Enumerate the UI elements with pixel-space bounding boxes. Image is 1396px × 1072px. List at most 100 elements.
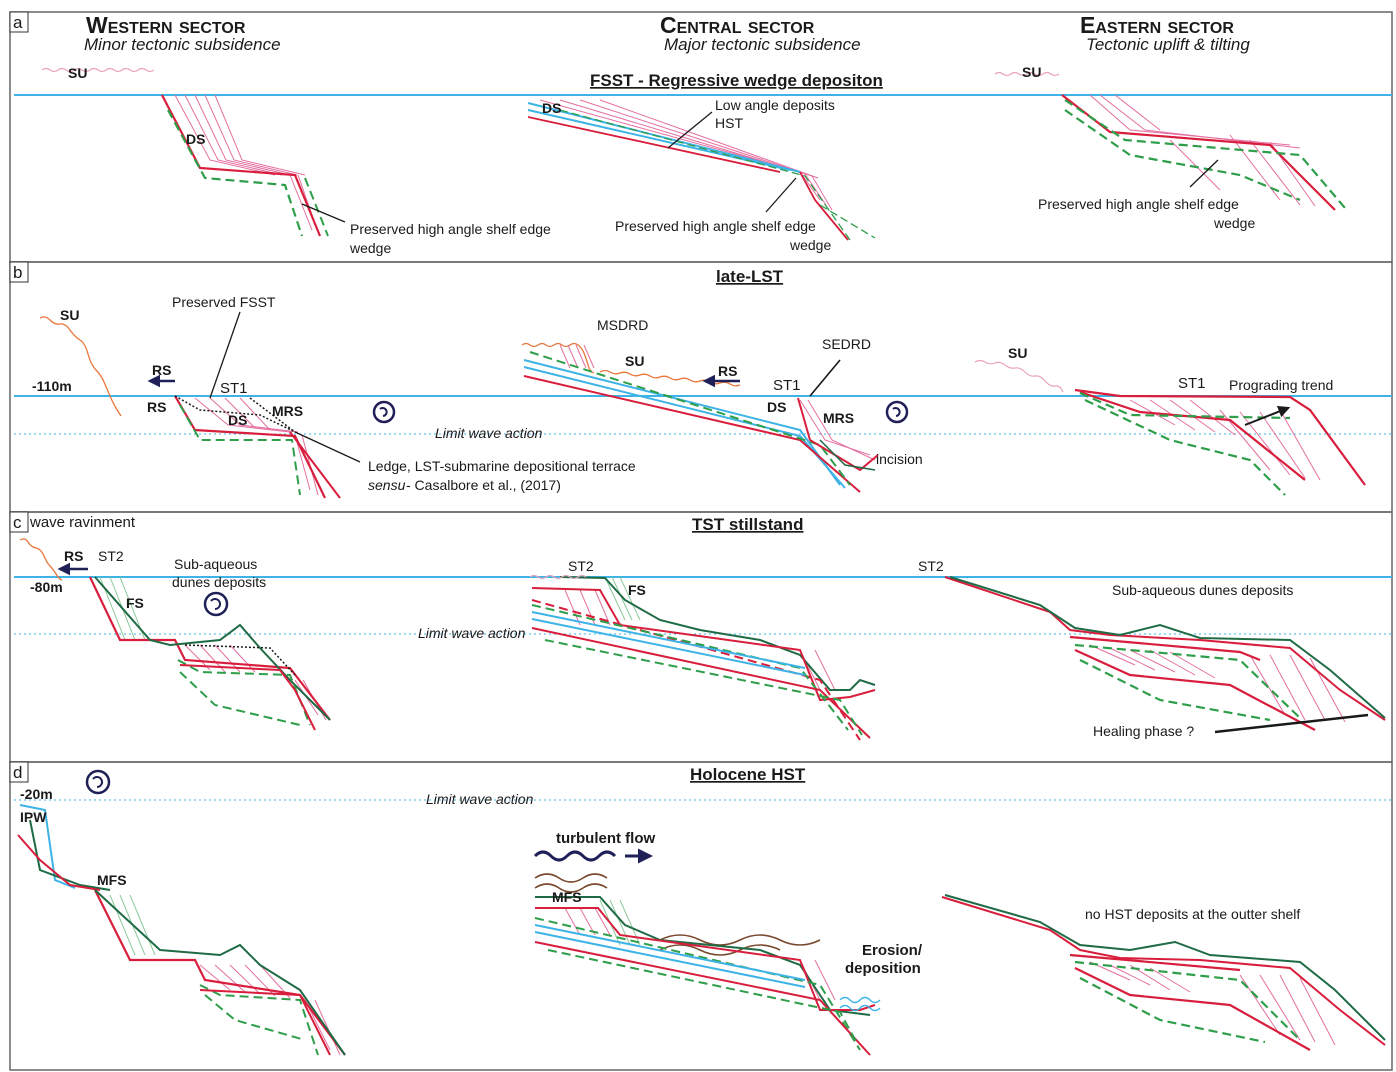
panel-b-western: SU Preserved FSST -110m RS RS ST1 DS MRS…: [32, 294, 636, 499]
label-su: SU: [1008, 345, 1027, 361]
wave-icon: [203, 591, 229, 617]
panel-b-central: MSDRD SU RS ST1 SEDRD DS MRS incision: [521, 317, 923, 493]
label-rs-arrow: RS: [152, 362, 171, 378]
label-depth: -110m: [32, 378, 72, 394]
label-st1: ST1: [773, 377, 801, 394]
label-mfs: MFS: [97, 872, 127, 888]
label-rs: RS: [147, 399, 166, 415]
label-fs: FS: [126, 595, 144, 611]
wave-icon: [372, 400, 396, 424]
panel-a: FSST - Regressive wedge depositon SU DS …: [14, 64, 1392, 256]
label-preserved-wedge-2: wedge: [1213, 215, 1255, 231]
label-rs: RS: [718, 363, 737, 379]
panel-letter-b: b: [13, 263, 22, 282]
label-turbulent-flow: turbulent flow: [556, 830, 655, 847]
label-mfs: MFS: [552, 889, 582, 905]
panel-a-central: DS Low angle deposits HST Preserved high…: [527, 97, 876, 253]
header-central-title: Central sector: [660, 12, 815, 38]
label-preserved-wedge-1: Preserved high angle shelf edge: [1038, 196, 1239, 212]
panel-d-eastern: no HST deposits at the outter shelf: [941, 894, 1386, 1051]
panel-a-title: FSST - Regressive wedge depositon: [590, 71, 883, 90]
red-surface: [161, 94, 322, 237]
panel-d-central: turbulent flow: [533, 830, 923, 1056]
label-st1: ST1: [1178, 375, 1206, 392]
label-preserved-wedge-1: Preserved high angle shelf edge: [615, 218, 816, 234]
panel-d-title: Holocene HST: [690, 765, 806, 784]
header-eastern-title: Eastern sector: [1080, 12, 1234, 38]
label-st2: ST2: [98, 548, 124, 564]
label-depth: -80m: [30, 579, 63, 595]
panel-a-eastern: SU Preserved high angle shelf edge wedge: [994, 64, 1346, 231]
label-erosion-1: Erosion/: [862, 942, 923, 959]
label-ds: DS: [542, 100, 561, 116]
label-low-angle-1: Low angle deposits: [715, 97, 835, 113]
label-ds: DS: [186, 131, 205, 147]
sector-headers: Western sector Minor tectonic subsidence…: [84, 12, 1250, 54]
panel-d-western: -20m IPW MFS: [17, 769, 346, 1056]
panel-d: Holocene HST Limit wave action -20m: [14, 765, 1392, 1056]
label-mrs: MRS: [272, 403, 303, 419]
turbulent-flow-wave: [533, 850, 617, 862]
label-preserved-fsst: Preserved FSST: [172, 294, 276, 310]
panel-c-eastern: ST2 Sub-aqueous dunes deposits Healing p…: [918, 558, 1386, 739]
label-preserved-wedge-1: Preserved high angle shelf edge: [350, 221, 551, 237]
label-subaqueous: Sub-aqueous dunes deposits: [1112, 582, 1293, 598]
label-preserved-wedge-2: wedge: [789, 237, 831, 253]
label-erosion-2: deposition: [845, 960, 921, 977]
label-ds: DS: [767, 399, 786, 415]
header-western-subtitle: Minor tectonic subsidence: [84, 35, 281, 54]
panel-c-western: wave ravinment RS ST2 -80m Sub-aqueous d…: [19, 514, 331, 731]
label-prograding: Prograding trend: [1229, 377, 1333, 393]
header-eastern-subtitle: Tectonic uplift & tilting: [1086, 35, 1250, 54]
label-depth: -20m: [20, 786, 53, 802]
panel-letter-c: c: [13, 513, 22, 532]
subaerial-unconformity: [41, 67, 155, 73]
brown-deposits: [534, 873, 821, 956]
label-ledge-2b: - Casalbore et al., (2017): [406, 477, 561, 493]
panel-letter-d: d: [13, 763, 22, 782]
panel-letter-a: a: [13, 13, 23, 32]
label-healing-phase: Healing phase ?: [1093, 723, 1194, 739]
panel-a-western: SU DS Preserved high angle shelf edge we…: [41, 65, 551, 256]
label-msdrd: MSDRD: [597, 317, 648, 333]
label-ledge-1: Ledge, LST-submarine depositional terrac…: [368, 458, 636, 474]
subaerial-unconformity: [39, 316, 122, 417]
label-ipw: IPW: [20, 809, 47, 825]
panel-frames: [9, 11, 1393, 1071]
label-fs: FS: [628, 582, 646, 598]
label-preserved-wedge-2: wedge: [349, 240, 391, 256]
label-ledge-2a: sensu: [368, 477, 406, 493]
panel-c-central: ST2 FS: [529, 558, 876, 741]
label-ds: DS: [228, 412, 247, 428]
label-su: SU: [60, 307, 79, 323]
wave-icon: [885, 400, 909, 424]
label-su: SU: [1022, 64, 1041, 80]
label-st2: ST2: [918, 558, 944, 574]
panel-b: late-LST Limit wave action SU Preserved …: [14, 267, 1392, 499]
panel-c: TST stillstand Limit wave action wave ra…: [14, 514, 1392, 741]
label-limit-wave-action: Limit wave action: [435, 425, 543, 441]
label-subaqueous-1: Sub-aqueous: [174, 556, 257, 572]
label-wave-ravinment: wave ravinment: [29, 514, 136, 531]
label-subaqueous-2: dunes deposits: [172, 574, 266, 590]
label-su: SU: [625, 353, 644, 369]
clinoforms: [174, 94, 319, 233]
label-su: SU: [68, 65, 87, 81]
panel-b-eastern: SU ST1 Prograding trend: [974, 345, 1366, 496]
header-western-title: Western sector: [86, 12, 246, 38]
label-no-hst: no HST deposits at the outter shelf: [1085, 906, 1300, 922]
panel-letters: a b c d: [9, 11, 29, 783]
wave-icon: [85, 769, 111, 795]
label-incision: incision: [876, 451, 923, 467]
label-rs: RS: [64, 548, 83, 564]
panel-c-title: TST stillstand: [692, 515, 803, 534]
panel-b-title: late-LST: [716, 267, 784, 286]
label-limit-wave-action: Limit wave action: [418, 625, 526, 641]
label-st2: ST2: [568, 558, 594, 574]
label-low-angle-2: HST: [715, 115, 743, 131]
header-central-subtitle: Major tectonic subsidence: [664, 35, 861, 54]
green-dashed-surface: [167, 109, 304, 237]
label-mrs: MRS: [823, 410, 854, 426]
